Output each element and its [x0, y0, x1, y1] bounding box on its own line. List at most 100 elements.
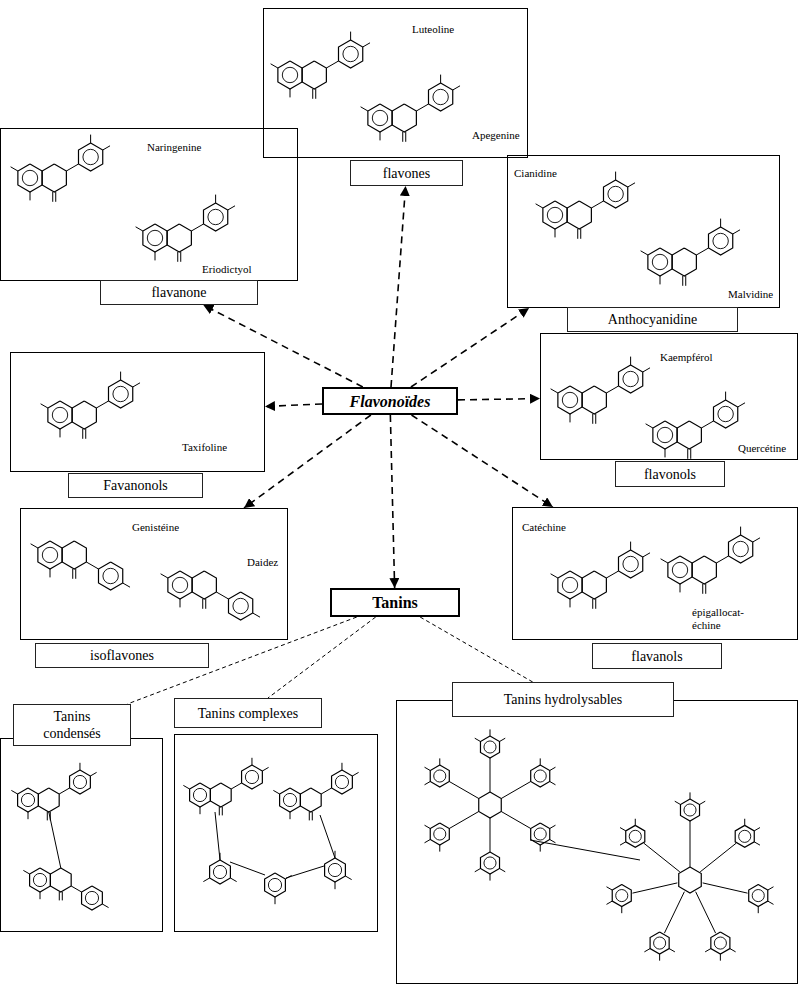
- bond-line: [326, 61, 338, 68]
- ring-path: [430, 765, 449, 787]
- class-label-box: Anthocyanidine: [567, 307, 738, 332]
- class-label-box: flavones: [350, 160, 463, 186]
- compound-name: Daidez: [246, 556, 279, 569]
- bond-line: [540, 845, 541, 852]
- bond-line: [551, 389, 558, 393]
- bond-line: [31, 544, 38, 548]
- bond-line: [59, 788, 69, 794]
- bond-line: [621, 907, 622, 914]
- ring-path: [325, 858, 346, 882]
- class-label-box: flavonols: [615, 461, 725, 487]
- bond-line: [580, 229, 581, 239]
- bond-line: [500, 869, 506, 872]
- aromatic-circle: [713, 233, 728, 248]
- ring-path: [582, 386, 606, 414]
- bond-line: [350, 32, 351, 40]
- ring-path: [38, 541, 62, 569]
- bond-line: [449, 782, 478, 799]
- aromatic-circle: [672, 562, 687, 577]
- compound-name: Genistéine: [131, 521, 180, 534]
- bond-line: [59, 892, 60, 900]
- bond-line: [644, 949, 650, 952]
- aromatic-circle: [372, 110, 387, 125]
- ring-path: [48, 401, 72, 429]
- bond-line: [50, 569, 51, 577]
- ring-path: [650, 932, 669, 954]
- bond-line: [700, 801, 706, 804]
- bond-line: [103, 146, 110, 150]
- bond-line: [312, 89, 313, 99]
- bond-line: [416, 104, 428, 111]
- aromatic-circle: [714, 937, 726, 949]
- ring-path: [18, 164, 42, 192]
- bond-line: [352, 772, 358, 776]
- bond-line: [230, 878, 236, 882]
- bond-line: [606, 571, 618, 578]
- ring-path: [38, 788, 59, 812]
- dashed-arrow: [244, 415, 371, 508]
- structure-frame: [397, 701, 798, 984]
- bond-line: [30, 192, 31, 200]
- ring-path: [653, 421, 677, 449]
- bond-line: [60, 429, 61, 437]
- bond-line: [90, 772, 96, 776]
- aromatic-circle: [193, 788, 206, 801]
- ring-path: [749, 885, 768, 907]
- class-label-box: Tanins hydrolysables: [452, 682, 674, 717]
- bond-line: [635, 819, 636, 826]
- ring-path: [558, 571, 582, 599]
- flavonoid-structure: [646, 392, 745, 459]
- bond-line: [705, 584, 706, 594]
- aromatic-circle: [629, 830, 641, 842]
- flavonoid-structure: [661, 527, 760, 594]
- bond-line: [86, 562, 98, 569]
- ring-path: [679, 867, 702, 893]
- bond-line: [425, 825, 431, 828]
- compound-name: Quercétine: [737, 442, 787, 455]
- bond-line: [28, 812, 29, 819]
- compound-name: Eriodictyol: [201, 263, 253, 276]
- bond-line: [540, 758, 541, 765]
- bond-line: [643, 368, 650, 372]
- aromatic-circle: [335, 775, 348, 788]
- bond-line: [79, 763, 80, 770]
- bond-line: [664, 892, 684, 933]
- structure-frame: [175, 735, 378, 932]
- flavonoid-structure: [361, 75, 460, 142]
- bond-line: [620, 828, 626, 831]
- class-name: flavanols: [631, 648, 682, 665]
- aromatic-circle: [282, 67, 297, 82]
- bond-line: [449, 812, 478, 829]
- class-name: Tanins condensés: [30, 708, 114, 742]
- compound-name: Luteoline: [411, 23, 455, 36]
- ring-path: [167, 224, 191, 252]
- ring-path: [190, 783, 211, 807]
- class-name: Favanonols: [103, 477, 168, 494]
- bond-line: [11, 790, 17, 794]
- aromatic-circle: [42, 547, 57, 562]
- bond-line: [768, 887, 774, 890]
- ring-path: [192, 571, 216, 599]
- condensed-tannin: [11, 763, 96, 821]
- bond-line: [231, 783, 241, 789]
- bond-line: [665, 449, 666, 457]
- compound-name: Cianidine: [513, 167, 558, 180]
- bond-line: [490, 818, 491, 852]
- ring-path: [672, 248, 696, 276]
- ring-path: [582, 571, 606, 599]
- bond-line: [251, 758, 252, 765]
- ring-path: [677, 421, 701, 449]
- bond-line: [72, 569, 73, 579]
- class-box: Tanins: [330, 588, 460, 617]
- bond-line: [705, 949, 711, 952]
- bond-line: [570, 599, 571, 607]
- aromatic-circle: [623, 371, 638, 386]
- ring-path: [626, 825, 645, 847]
- bond-line: [570, 414, 571, 422]
- ring-path: [479, 792, 502, 818]
- ring-path: [567, 201, 591, 229]
- bond-line: [363, 43, 370, 47]
- ring-path: [62, 541, 86, 569]
- flavonoid-structure: [641, 219, 740, 286]
- ring-path: [713, 400, 737, 428]
